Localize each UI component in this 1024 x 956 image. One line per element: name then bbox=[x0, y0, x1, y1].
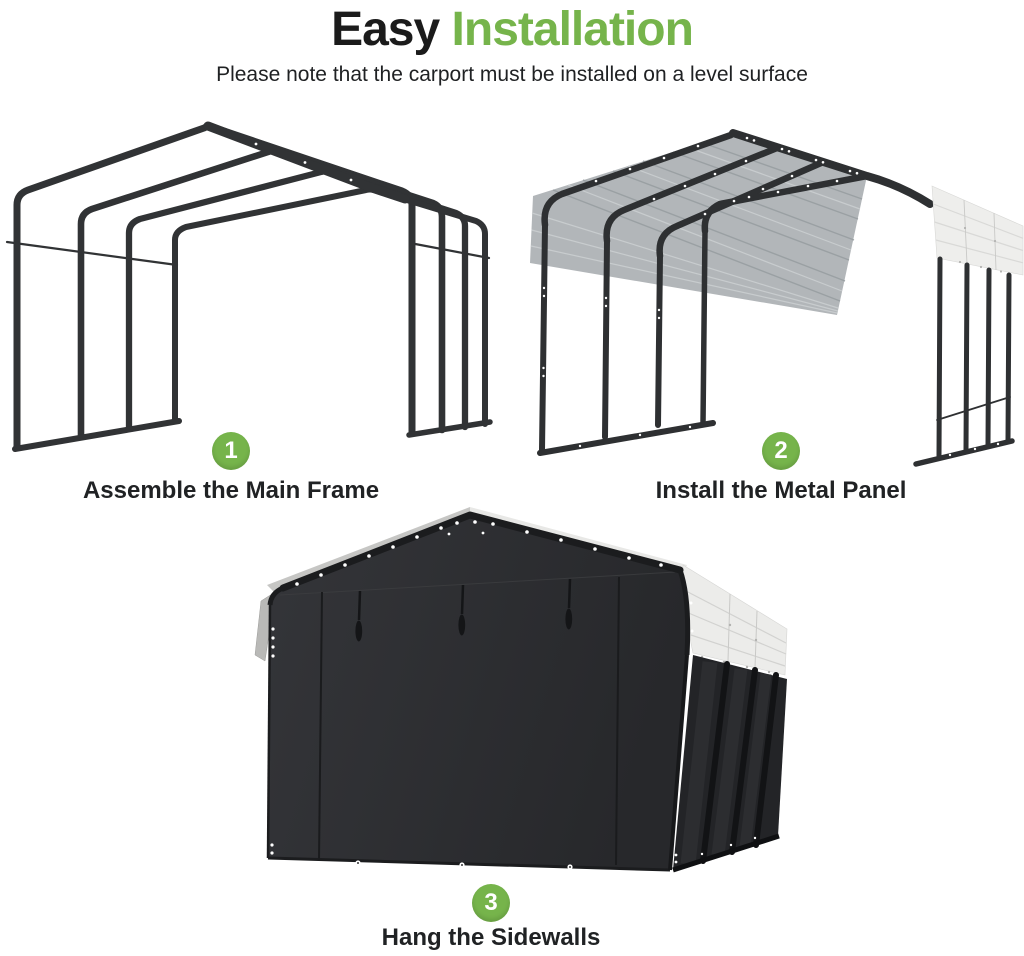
roof-corrugation-highlights bbox=[530, 146, 861, 314]
title-word-easy: Easy bbox=[331, 3, 440, 56]
step-3-badge: 3 bbox=[472, 884, 510, 922]
step-2-label: Install the Metal Panel bbox=[655, 477, 907, 504]
joint-rivets bbox=[254, 142, 353, 182]
step-3-number: 3 bbox=[484, 889, 498, 916]
rafter-bands bbox=[541, 129, 934, 260]
roof-end-panel-white bbox=[931, 185, 1024, 276]
bottom-grommets bbox=[355, 860, 573, 870]
frame-legs bbox=[537, 222, 1015, 467]
page-subtitle: Please note that the carport must be ins… bbox=[216, 63, 808, 86]
step-2-number: 2 bbox=[774, 437, 788, 464]
roof-side-band-white bbox=[682, 564, 788, 676]
page-title: Easy Installation bbox=[0, 2, 1024, 58]
illustration-metal-panel bbox=[530, 129, 1024, 467]
frame-tubes bbox=[5, 121, 493, 452]
panel-rivets bbox=[542, 136, 1000, 457]
step-3-label: Hang the Sidewalls bbox=[381, 924, 601, 951]
illustration-main-frame bbox=[5, 121, 493, 452]
step-1-badge: 1 bbox=[212, 432, 250, 470]
step-1-number: 1 bbox=[224, 437, 238, 464]
title-word-installation: Installation bbox=[451, 3, 694, 56]
step-2-badge: 2 bbox=[762, 432, 800, 470]
illustration-sidewalls bbox=[254, 507, 788, 873]
right-sidewall bbox=[672, 655, 787, 873]
trim-rivets bbox=[270, 520, 694, 855]
step-1-label: Assemble the Main Frame bbox=[82, 477, 380, 504]
zipper-pulls bbox=[355, 578, 573, 642]
front-sidewall bbox=[266, 511, 694, 872]
